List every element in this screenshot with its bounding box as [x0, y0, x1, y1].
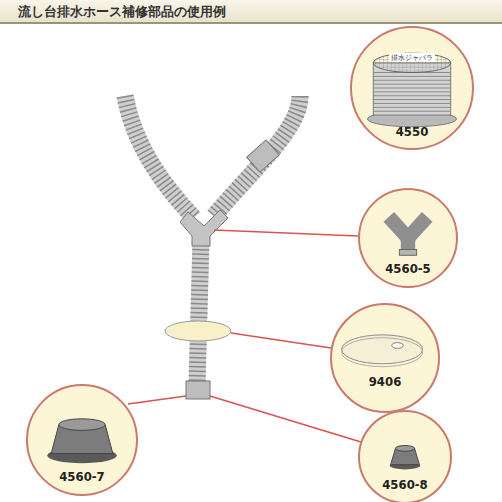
- part-circle: 4560-7: [26, 384, 138, 496]
- part-number: 4560-7: [28, 470, 136, 484]
- part-circle: 4560-5: [358, 188, 458, 288]
- part-circle: 9406: [330, 303, 440, 413]
- page-title: 流し台排水ホース補修部品の使用例: [18, 3, 226, 21]
- part-label: 排水ジャバラ: [352, 54, 472, 63]
- part-number: 4550: [352, 125, 472, 139]
- part-number: 4560-8: [360, 478, 450, 492]
- part-number: 9406: [332, 375, 438, 389]
- part-illustration: [332, 305, 438, 411]
- part-label-text: 排水ジャバラ: [389, 53, 435, 62]
- part-circle: 4560-8: [358, 410, 452, 502]
- part-number: 4560-5: [360, 262, 456, 276]
- part-circle: 排水ジャバラ 4550: [350, 26, 474, 150]
